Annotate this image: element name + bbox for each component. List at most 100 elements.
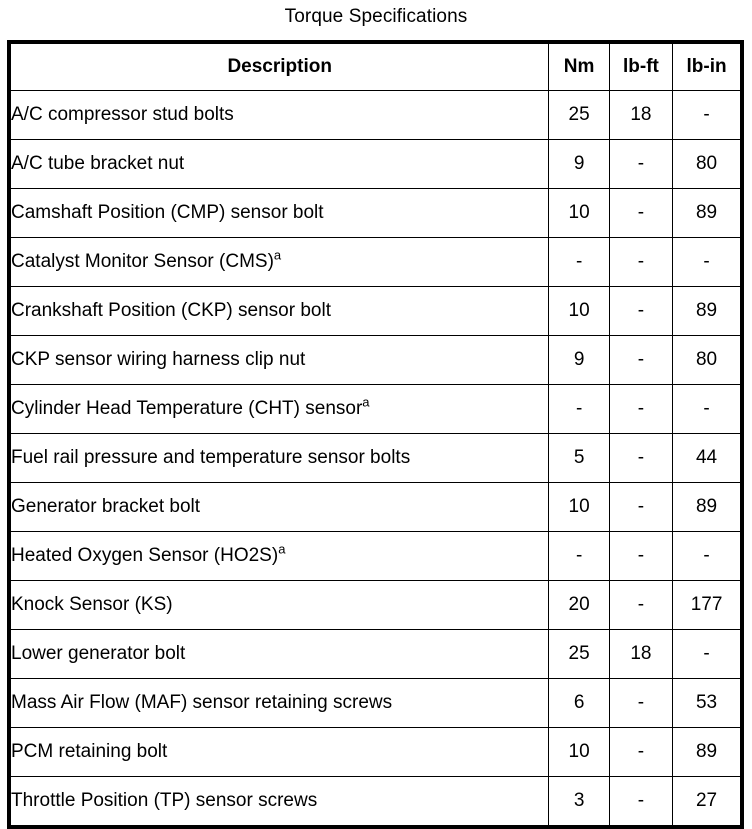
cell-value-nm: 5 xyxy=(548,433,610,483)
cell-value-lb-in: 44 xyxy=(672,433,743,483)
description-text: CKP sensor wiring harness clip nut xyxy=(11,349,306,371)
cell-value-lb-in: 89 xyxy=(672,188,743,238)
column-header-nm: Nm xyxy=(548,41,610,91)
cell-value-lb-in: - xyxy=(672,237,743,287)
cell-value-nm: 9 xyxy=(548,139,610,189)
cell-value-nm: 10 xyxy=(548,188,610,238)
cell-value-nm: 9 xyxy=(548,335,610,385)
footnote-marker: a xyxy=(278,541,286,557)
cell-description: Generator bracket bolt xyxy=(8,482,550,532)
cell-value-nm: 10 xyxy=(548,286,610,336)
description-text: Knock Sensor (KS) xyxy=(11,594,173,616)
cell-value-lb-in: - xyxy=(672,629,743,679)
cell-description: Cylinder Head Temperature (CHT) sensora xyxy=(8,384,550,434)
cell-value-nm: 20 xyxy=(548,580,610,630)
cell-value-lb-ft: 18 xyxy=(608,90,674,140)
table-row: PCM retaining bolt 10-89 xyxy=(8,727,743,777)
description-text: A/C tube bracket nut xyxy=(11,153,185,175)
cell-value-nm: 25 xyxy=(548,629,610,679)
description-text: PCM retaining bolt xyxy=(11,741,168,763)
cell-value-nm: 10 xyxy=(548,482,610,532)
cell-description: A/C tube bracket nut xyxy=(8,139,550,189)
cell-value-lb-ft: - xyxy=(608,482,674,532)
cell-value-lb-ft: - xyxy=(608,139,674,189)
table-row: Mass Air Flow (MAF) sensor retaining scr… xyxy=(8,678,743,728)
cell-description: Lower generator bolt xyxy=(8,629,550,679)
description-text: Crankshaft Position (CKP) sensor bolt xyxy=(11,300,331,322)
cell-value-nm: - xyxy=(548,237,610,287)
description-text: Cylinder Head Temperature (CHT) sensor xyxy=(11,398,363,420)
description-text: Fuel rail pressure and temperature senso… xyxy=(11,447,411,469)
cell-value-lb-ft: - xyxy=(608,188,674,238)
page-title: Torque Specifications xyxy=(284,6,468,27)
footnote-marker: a xyxy=(273,247,282,263)
cell-value-lb-ft: - xyxy=(608,531,674,581)
cell-value-lb-in: 27 xyxy=(672,776,743,828)
cell-value-lb-ft: - xyxy=(608,678,674,728)
cell-description: Heated Oxygen Sensor (HO2S)a xyxy=(8,531,550,581)
cell-value-lb-ft: - xyxy=(608,580,674,630)
column-header-lb-in: lb-in xyxy=(672,41,743,91)
table-row: A/C tube bracket nut 9-80 xyxy=(8,139,743,189)
cell-value-lb-in: 89 xyxy=(672,482,743,532)
description-text: Camshaft Position (CMP) sensor bolt xyxy=(11,202,324,224)
description-text: Heated Oxygen Sensor (HO2S) xyxy=(11,545,279,567)
cell-value-lb-ft: - xyxy=(608,776,674,828)
cell-value-lb-in: 80 xyxy=(672,139,743,189)
cell-description: PCM retaining bolt xyxy=(8,727,550,777)
table-row: Throttle Position (TP) sensor screws 3-27 xyxy=(8,776,743,828)
column-header-lb-ft: lb-ft xyxy=(608,41,674,91)
cell-value-lb-in: 89 xyxy=(672,286,743,336)
header-row: Description Nm lb-ft lb-in xyxy=(8,41,743,91)
cell-value-lb-in: 53 xyxy=(672,678,743,728)
cell-value-lb-ft: - xyxy=(608,335,674,385)
cell-value-lb-in: 89 xyxy=(672,727,743,777)
table-row: Fuel rail pressure and temperature senso… xyxy=(8,433,743,483)
cell-description: Throttle Position (TP) sensor screws xyxy=(8,776,550,828)
description-text: Lower generator bolt xyxy=(11,643,186,665)
cell-description: CKP sensor wiring harness clip nut xyxy=(8,335,550,385)
cell-description: Fuel rail pressure and temperature senso… xyxy=(8,433,550,483)
table-row: CKP sensor wiring harness clip nut 9-80 xyxy=(8,335,743,385)
cell-description: Crankshaft Position (CKP) sensor bolt xyxy=(8,286,550,336)
cell-value-lb-ft: - xyxy=(608,286,674,336)
table-row: Catalyst Monitor Sensor (CMS)a--- xyxy=(8,237,743,287)
cell-value-nm: 3 xyxy=(548,776,610,828)
cell-value-lb-ft: - xyxy=(608,237,674,287)
cell-value-lb-in: - xyxy=(672,90,743,140)
table-row: Knock Sensor (KS) 20-177 xyxy=(8,580,743,630)
cell-value-lb-ft: - xyxy=(608,433,674,483)
cell-description: Catalyst Monitor Sensor (CMS)a xyxy=(8,237,550,287)
description-text: Catalyst Monitor Sensor (CMS) xyxy=(11,251,274,273)
table-header: Description Nm lb-ft lb-in xyxy=(8,41,743,91)
cell-value-lb-in: - xyxy=(672,531,743,581)
torque-table-container: Description Nm lb-ft lb-in A/C compresso… xyxy=(7,40,744,829)
table-row: Crankshaft Position (CKP) sensor bolt 10-… xyxy=(8,286,743,336)
cell-value-lb-in: 177 xyxy=(672,580,743,630)
cell-value-lb-in: 80 xyxy=(672,335,743,385)
cell-value-nm: 10 xyxy=(548,727,610,777)
cell-value-nm: 25 xyxy=(548,90,610,140)
cell-value-lb-in: - xyxy=(672,384,743,434)
cell-value-lb-ft: - xyxy=(608,384,674,434)
torque-specifications-table: Description Nm lb-ft lb-in A/C compresso… xyxy=(7,40,744,829)
table-row: Cylinder Head Temperature (CHT) sensora-… xyxy=(8,384,743,434)
table-row: Generator bracket bolt 10-89 xyxy=(8,482,743,532)
cell-description: Camshaft Position (CMP) sensor bolt xyxy=(8,188,550,238)
cell-value-lb-ft: - xyxy=(608,727,674,777)
cell-description: Knock Sensor (KS) xyxy=(8,580,550,630)
cell-value-nm: 6 xyxy=(548,678,610,728)
cell-description: A/C compressor stud bolts xyxy=(8,90,550,140)
footnote-marker: a xyxy=(362,394,370,410)
table-row: Heated Oxygen Sensor (HO2S)a--- xyxy=(8,531,743,581)
cell-value-nm: - xyxy=(548,531,610,581)
cell-value-nm: - xyxy=(548,384,610,434)
cell-value-lb-ft: 18 xyxy=(608,629,674,679)
cell-description: Mass Air Flow (MAF) sensor retaining scr… xyxy=(8,678,550,728)
description-text: Throttle Position (TP) sensor screws xyxy=(11,790,318,812)
description-text: Generator bracket bolt xyxy=(11,496,201,518)
